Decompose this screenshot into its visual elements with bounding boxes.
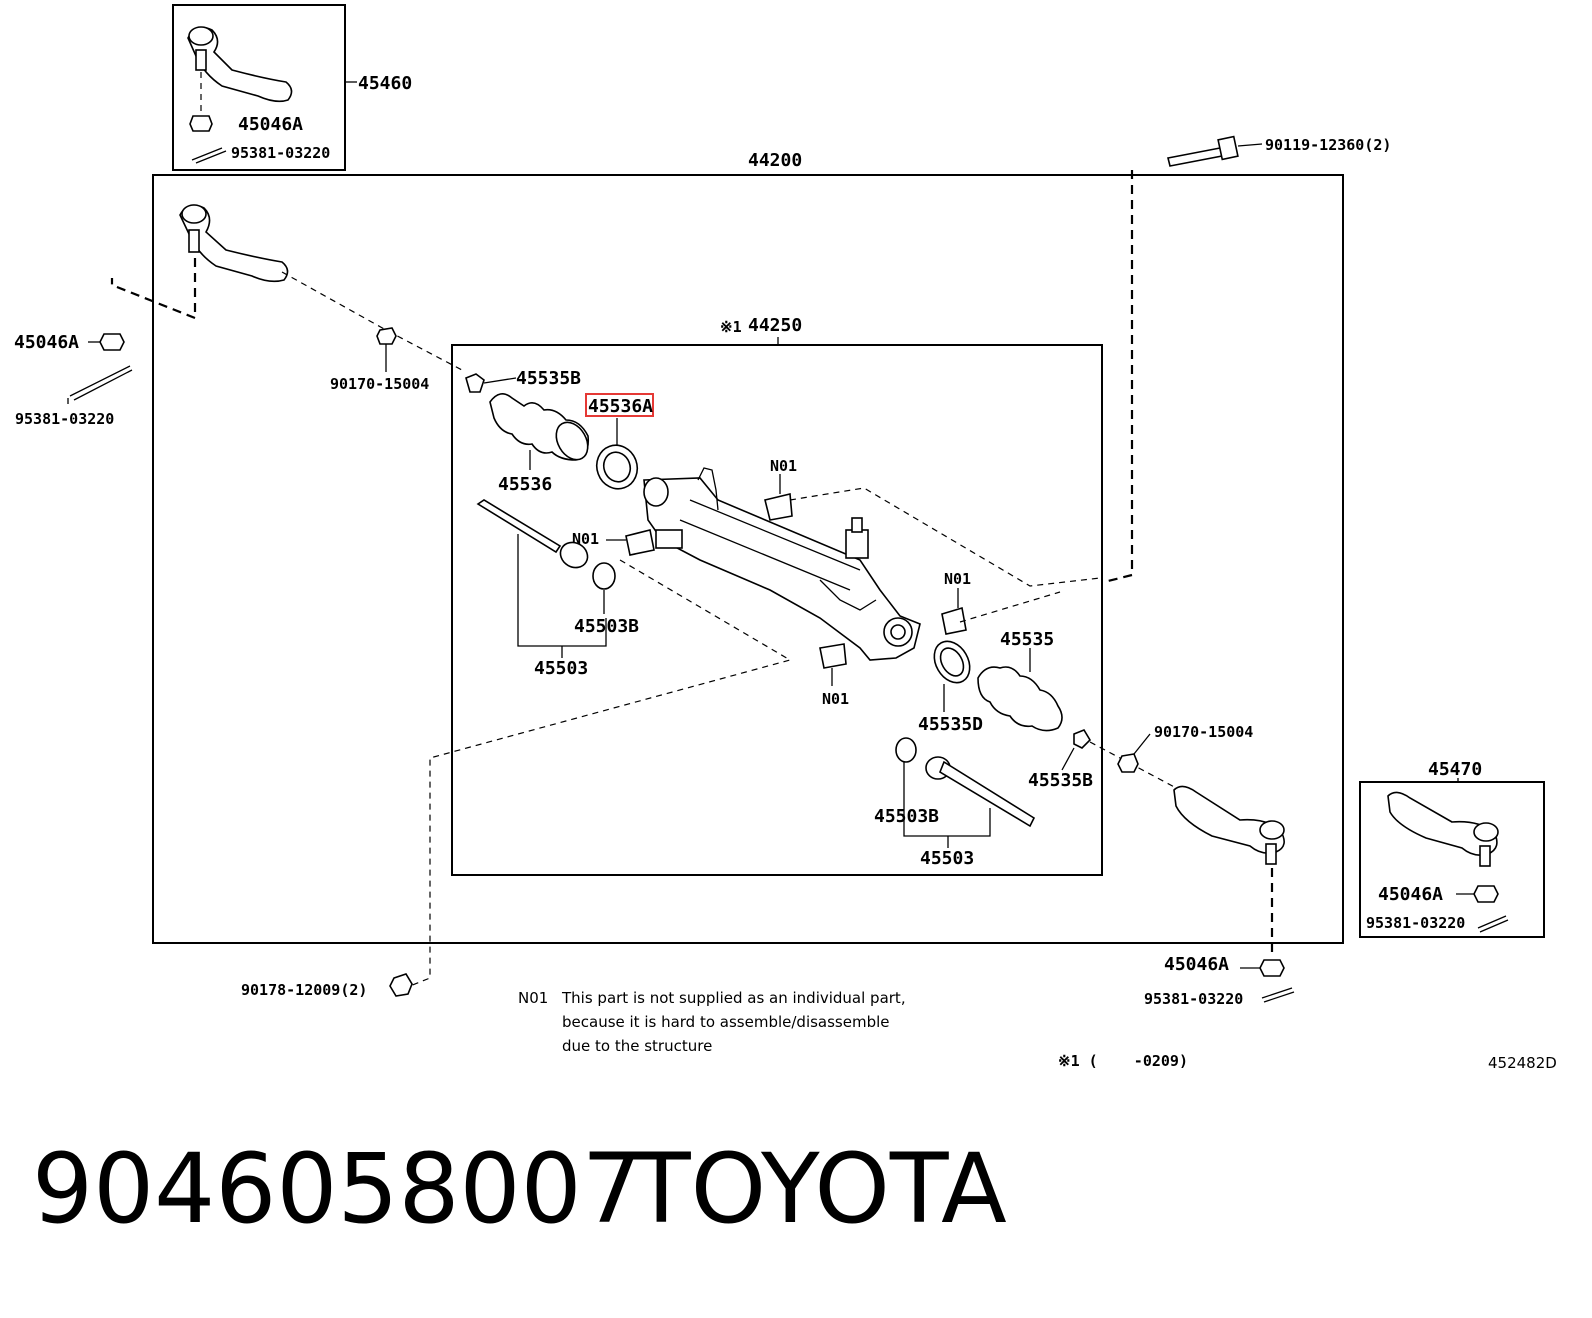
note-line-3: due to the structure [562,1037,712,1055]
tie-rod-end-45460-drawing [187,26,357,164]
callout-45535B-top[interactable]: 45535B [516,368,581,389]
callout-45460[interactable]: 45460 [358,73,412,94]
callout-45503B-left[interactable]: 45503B [574,616,639,637]
inner-tie-rod-right-drawing [895,737,1036,848]
boot-left-drawing [465,373,639,490]
callout-45503-right[interactable]: 45503 [920,848,974,869]
bolt-90119-drawing [1103,135,1263,584]
assembly-label-44250[interactable]: 44250 [748,315,802,336]
callout-45470[interactable]: 45470 [1428,759,1482,780]
n01-plug-parts [606,474,967,686]
callout-95381-left[interactable]: 95381-03220 [15,410,114,428]
callout-45535B-right[interactable]: 45535B [1028,770,1093,791]
callout-95381-rightbox[interactable]: 95381-03220 [1366,914,1465,932]
detail-box-45470 [1359,781,1545,938]
callout-45503B-right[interactable]: 45503B [874,806,939,827]
callout-45046A-topbox[interactable]: 45046A [238,114,303,135]
note-code: N01 [518,989,548,1007]
detail-box-45460 [172,4,346,171]
callout-90170-right[interactable]: 90170-15004 [1154,723,1253,741]
inner-tie-rod-left-drawing [476,499,616,658]
callout-45536A[interactable]: 45536A [588,396,653,417]
callout-90170-left[interactable]: 90170-15004 [330,375,429,393]
boot-right-drawing [933,640,1092,771]
tie-rod-end-45470-drawing [1387,791,1509,933]
highlight-box-45536A [585,393,654,417]
diagram-id: 452482D [1488,1054,1557,1072]
callout-45046A-left[interactable]: 45046A [14,332,79,353]
callout-95381-topbox[interactable]: 95381-03220 [231,144,330,162]
bolt-90178-drawing [389,973,413,997]
tie-rod-end-right-drawing [1089,733,1295,1003]
callout-N01-a[interactable]: N01 [770,457,797,475]
steering-rack-housing-drawing [643,467,921,661]
callout-45046A-bottom[interactable]: 45046A [1164,954,1229,975]
callout-N01-c[interactable]: N01 [944,570,971,588]
callout-N01-d[interactable]: N01 [822,690,849,708]
assembly-mark: ※1 [720,318,742,336]
note-line-2: because it is hard to assemble/disassemb… [562,1013,890,1031]
assembly-label-44200[interactable]: 44200 [748,150,802,171]
callout-95381-bottom[interactable]: 95381-03220 [1144,990,1243,1008]
callout-45503-left[interactable]: 45503 [534,658,588,679]
footnote: ※1 ( -0209) [1058,1052,1188,1070]
part-number-caption: 9046058007 [32,1133,643,1245]
frame-44250 [451,344,1103,876]
callout-45535[interactable]: 45535 [1000,629,1054,650]
callout-90178-12009[interactable]: 90178-12009(2) [241,981,367,999]
note-line-1: This part is not supplied as an individu… [561,989,906,1007]
callout-45046A-rightbox[interactable]: 45046A [1378,884,1443,905]
callout-45536[interactable]: 45536 [498,474,552,495]
frame-44200 [152,174,1344,944]
tie-rod-end-left-drawing [67,204,463,404]
callout-90119-12360[interactable]: 90119-12360(2) [1265,136,1391,154]
brand-caption: TOYOTA [631,1133,1007,1245]
callout-45535D[interactable]: 45535D [918,714,983,735]
